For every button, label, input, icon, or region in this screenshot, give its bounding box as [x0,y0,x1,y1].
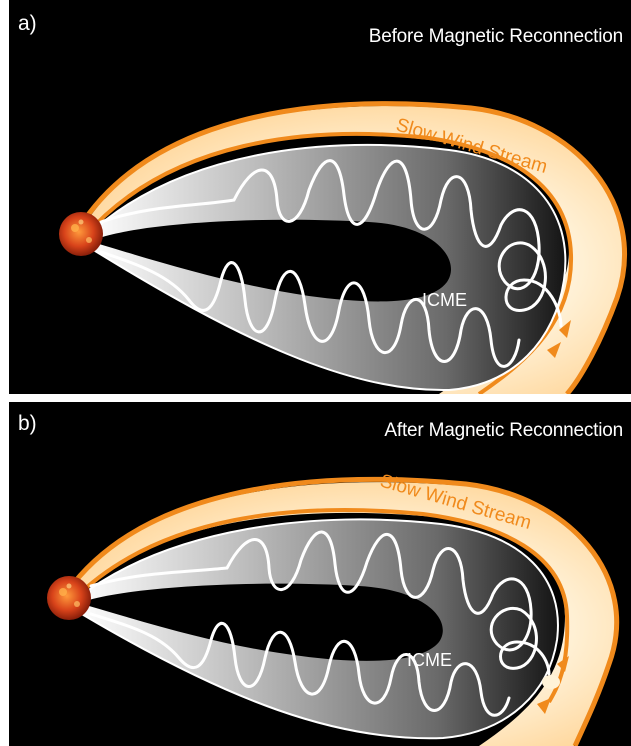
panel-a-title: Before Magnetic Reconnection [369,26,623,48]
panel-a-letter: a) [18,12,37,36]
panel-b-diagram: Slow Wind Stream ICME [9,402,631,746]
icme-label: ICME [422,290,467,310]
panel-a-diagram: Slow Wind Stream ICME [9,0,631,394]
panel-b-letter: b) [18,412,37,436]
icme-label: ICME [407,650,452,670]
reconnection-point [542,675,560,689]
panel-b-title: After Magnetic Reconnection [384,420,623,442]
sun-icon [59,212,103,256]
sun-icon [47,576,91,620]
panel-a: Slow Wind Stream ICME a) Before Magnetic… [9,0,631,394]
panel-b: Slow Wind Stream ICME b) After Magnetic … [9,402,631,746]
